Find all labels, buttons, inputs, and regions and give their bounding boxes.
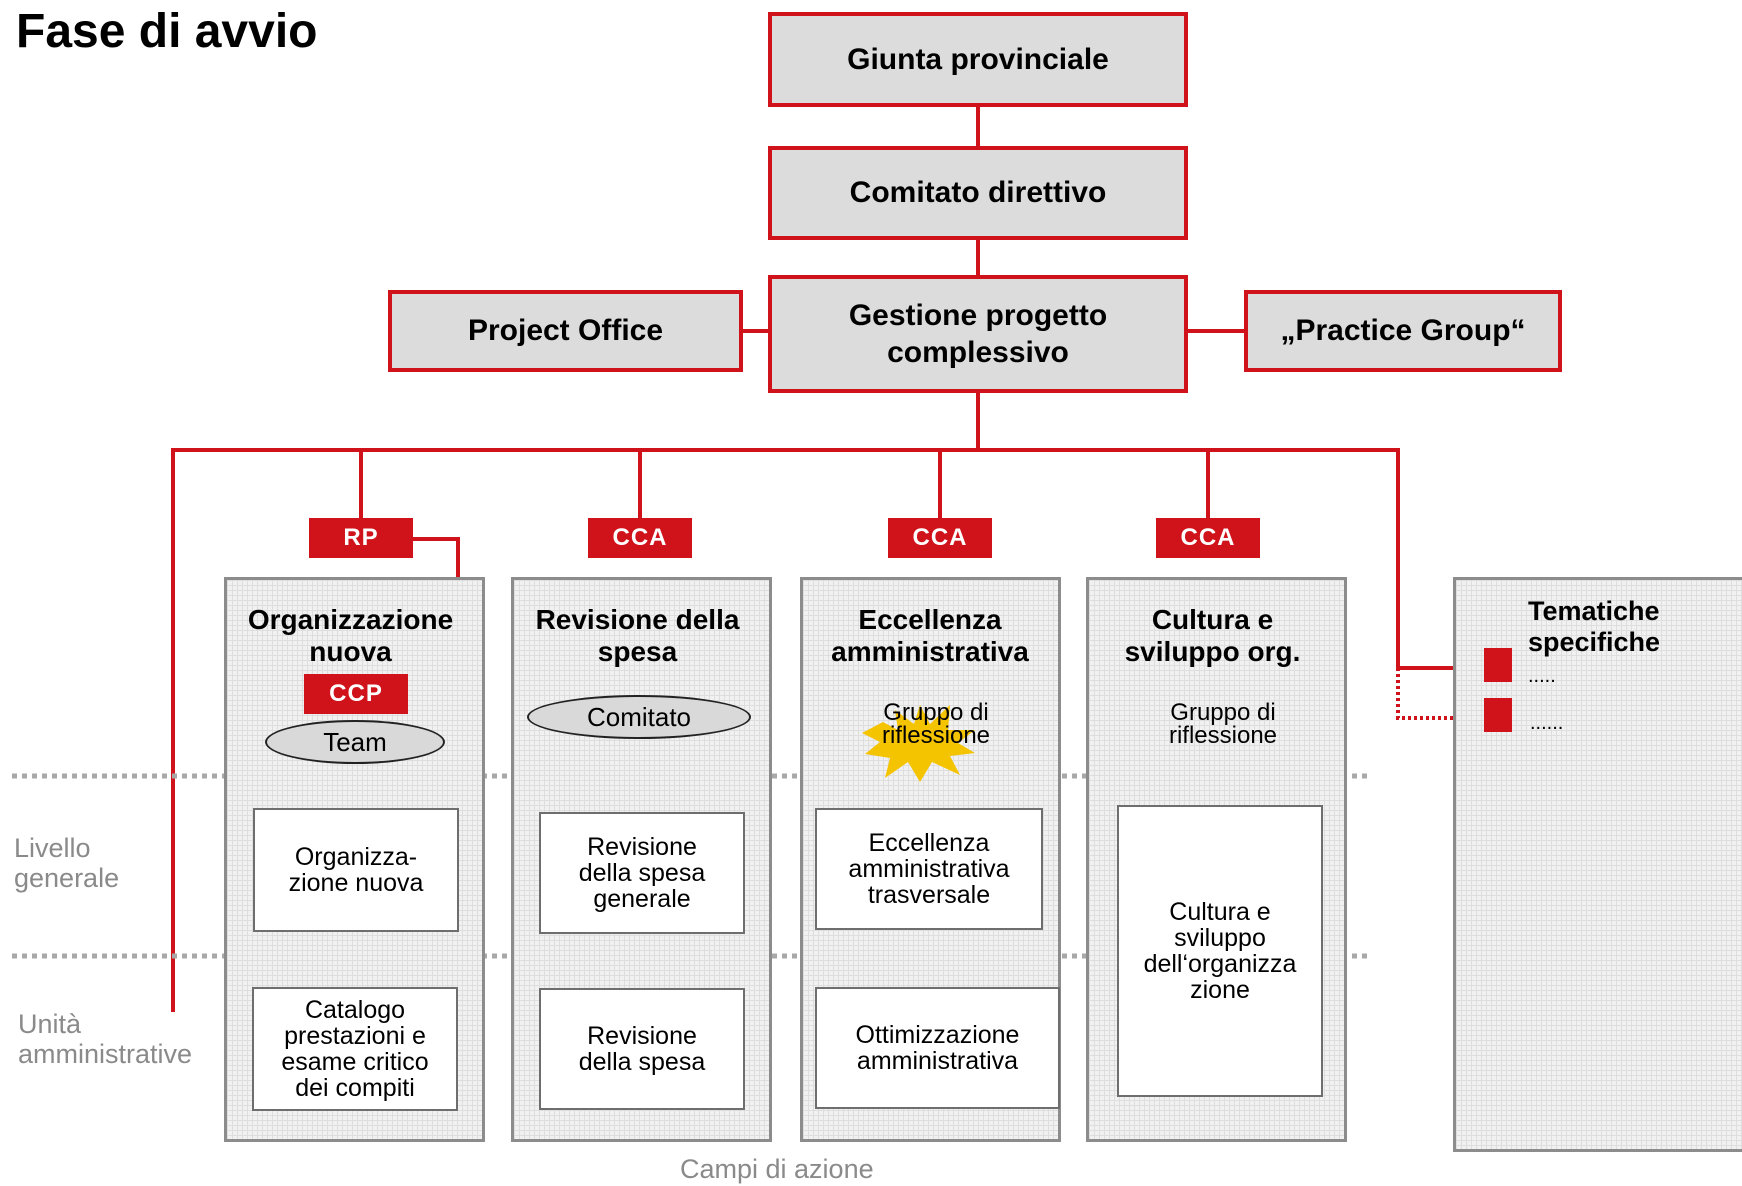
- tematiche-specifiche-panel: [1453, 577, 1742, 1152]
- column-title: Cultura e sviluppo org.: [1124, 604, 1301, 668]
- column-title: Eccellenza amministrativa: [831, 604, 1029, 668]
- gruppo-riflessione-label: Gruppo di riflessione: [1168, 699, 1278, 749]
- column-title: Organizzazione nuova: [247, 604, 454, 668]
- project-office-box: Project Office: [388, 290, 743, 372]
- units-box: Catalogo prestazioni e esame critico dei…: [252, 987, 458, 1111]
- column-title: Revisione della spesa: [535, 604, 740, 668]
- cca-tag: CCA: [888, 518, 992, 558]
- tematiche-item: .....: [1528, 665, 1556, 687]
- rp-tag: RP: [309, 518, 413, 558]
- giunta-provinciale-box: Giunta provinciale: [768, 12, 1188, 107]
- red-marker: [1484, 648, 1512, 682]
- tematiche-title: Tematiche specifiche: [1528, 596, 1661, 658]
- page-title: Fase di avvio: [16, 5, 318, 58]
- gruppo-riflessione-label: Gruppo di riflessione: [881, 699, 991, 749]
- general-box: Revisione della spesa generale: [539, 812, 745, 934]
- merged-box: Cultura e sviluppo dell‘organizza zione: [1117, 805, 1323, 1097]
- comitato-oval: Comitato: [527, 695, 751, 739]
- general-box: Organizza- zione nuova: [253, 808, 459, 932]
- cca-tag: CCA: [1156, 518, 1260, 558]
- units-box: Revisione della spesa: [539, 988, 745, 1110]
- units-box: Ottimizzazione amministrativa: [815, 987, 1060, 1109]
- comitato-direttivo-box: Comitato direttivo: [768, 146, 1188, 240]
- level-label-generale: Livello generale: [14, 833, 120, 893]
- ccp-tag: CCP: [304, 674, 408, 714]
- gestione-progetto-box: Gestione progetto complessivo: [768, 275, 1188, 393]
- practice-group-box: „Practice Group“: [1244, 290, 1562, 372]
- red-marker: [1484, 698, 1512, 732]
- cca-tag: CCA: [588, 518, 692, 558]
- campi-di-azione-label: Campi di azione: [680, 1154, 874, 1184]
- general-box: Eccellenza amministrativa trasversale: [815, 808, 1043, 930]
- level-label-unita: Unità amministrative: [18, 1009, 193, 1069]
- team-oval: Team: [265, 720, 445, 764]
- tematiche-item: ......: [1530, 712, 1564, 734]
